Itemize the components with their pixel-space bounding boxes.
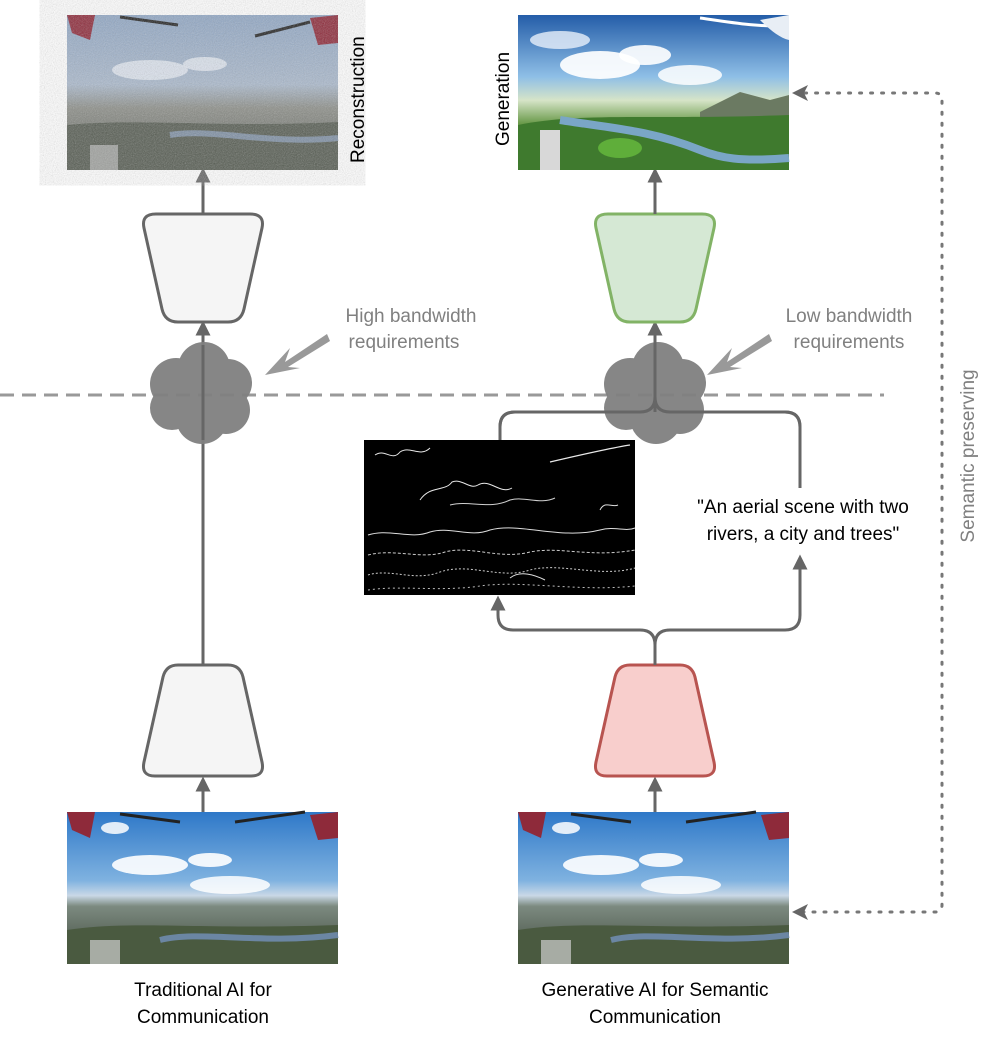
semantic-arrowhead-top <box>792 85 808 101</box>
left-caption-line2: Communication <box>137 1007 269 1028</box>
right-caption-line1: Generative AI for Semantic <box>541 980 768 1001</box>
reconstruction-image <box>67 15 339 170</box>
low-bandwidth-line2: requirements <box>794 332 905 353</box>
input-image-left <box>67 810 339 964</box>
semantic-preserving-connector <box>800 91 944 914</box>
text-prompt-line2: rivers, a city and trees" <box>707 524 900 545</box>
input-image-right <box>518 810 790 964</box>
generation-label: Generation <box>493 52 514 146</box>
semantic-preserving-label: Semantic preserving <box>958 369 979 542</box>
encoder-left <box>142 663 264 778</box>
high-bandwidth-line1: High bandwidth <box>346 306 477 327</box>
low-bandwidth-line1: Low bandwidth <box>786 306 913 327</box>
arrow-encoder-to-text-prompt <box>653 554 808 665</box>
low-bandwidth-arrow <box>707 334 772 375</box>
network-cloud-left <box>150 342 252 444</box>
decoder-left <box>142 212 264 324</box>
arrow-encoder-to-edge-map <box>490 595 657 665</box>
edge-map-image <box>364 440 636 595</box>
reconstruction-label: Reconstruction <box>348 36 369 163</box>
generative-decoder-right <box>594 212 716 324</box>
semantic-encoder-right <box>594 663 716 778</box>
generation-image <box>518 15 790 170</box>
network-cloud-right <box>604 342 706 444</box>
high-bandwidth-line2: requirements <box>349 332 460 353</box>
semantic-arrowhead-bottom <box>792 904 808 920</box>
left-caption-line1: Traditional AI for <box>134 980 272 1001</box>
right-caption-line2: Communication <box>589 1007 721 1028</box>
text-prompt-line1: "An aerial scene with two <box>697 497 909 518</box>
high-bandwidth-arrow <box>265 334 330 375</box>
